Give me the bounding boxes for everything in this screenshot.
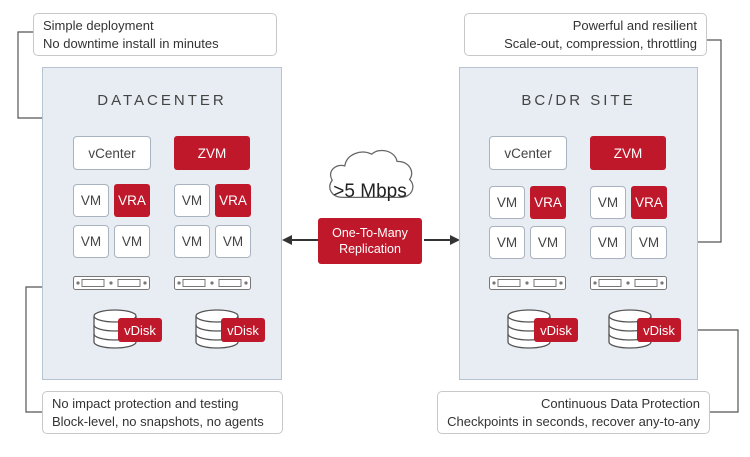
callout-text: Powerful and resilient (572, 18, 697, 33)
server-icon (174, 276, 251, 290)
server-icon (590, 276, 667, 290)
vm-box: VM (215, 225, 251, 258)
vm-box: VM (73, 225, 109, 258)
cloud-icon (329, 149, 414, 199)
vm-box: VM (174, 225, 210, 258)
vm-box: VM (114, 225, 150, 258)
vdisk-label: vDisk (637, 318, 681, 342)
callout-text: Block-level, no snapshots, no agents (52, 414, 264, 429)
bandwidth-label: >5 Mbps (333, 181, 407, 202)
vcenter-box: vCenter (489, 136, 567, 170)
double-arrow-icon (282, 235, 460, 245)
vm-box: VM (590, 226, 626, 259)
vm-box: VM (631, 226, 667, 259)
callout-bottom-left: No impact protection and testing Block-l… (42, 391, 283, 434)
callout-text: Checkpoints in seconds, recover any-to-a… (447, 414, 700, 429)
callout-bottom-right: Continuous Data Protection Checkpoints i… (437, 391, 710, 434)
callout-text: Continuous Data Protection (541, 396, 700, 411)
vdisk-label: vDisk (221, 318, 265, 342)
callout-text: No downtime install in minutes (43, 36, 219, 51)
replication-line: One-To-Many (332, 226, 408, 240)
server-icon (489, 276, 566, 290)
replication-badge: One-To-Many Replication (318, 218, 422, 264)
site-title: DATACENTER (97, 92, 227, 109)
server-icon (73, 276, 150, 290)
callout-text: Simple deployment (43, 18, 154, 33)
vra-box: VRA (530, 186, 566, 219)
vra-box: VRA (215, 184, 251, 217)
connector-bottom-right (683, 329, 739, 413)
vcenter-box: vCenter (73, 136, 151, 170)
vdisk-label: vDisk (534, 318, 578, 342)
connector-bottom-left (25, 286, 42, 413)
callout-top-left: Simple deployment No downtime install in… (33, 13, 277, 56)
connector-top-left (17, 31, 42, 119)
vm-box: VM (174, 184, 210, 217)
vdisk-label: vDisk (118, 318, 162, 342)
zvm-box: ZVM (174, 136, 250, 170)
callout-text: No impact protection and testing (52, 396, 239, 411)
vra-box: VRA (114, 184, 150, 217)
vm-box: VM (590, 186, 626, 219)
vm-box: VM (489, 186, 525, 219)
replication-line: Replication (339, 242, 401, 256)
zvm-box: ZVM (590, 136, 666, 170)
callout-text: Scale-out, compression, throttling (504, 36, 697, 51)
vm-box: VM (73, 184, 109, 217)
vm-box: VM (489, 226, 525, 259)
site-title: BC/DR SITE (521, 92, 636, 109)
vm-box: VM (530, 226, 566, 259)
vra-box: VRA (631, 186, 667, 219)
callout-top-right: Powerful and resilient Scale-out, compre… (464, 13, 707, 56)
